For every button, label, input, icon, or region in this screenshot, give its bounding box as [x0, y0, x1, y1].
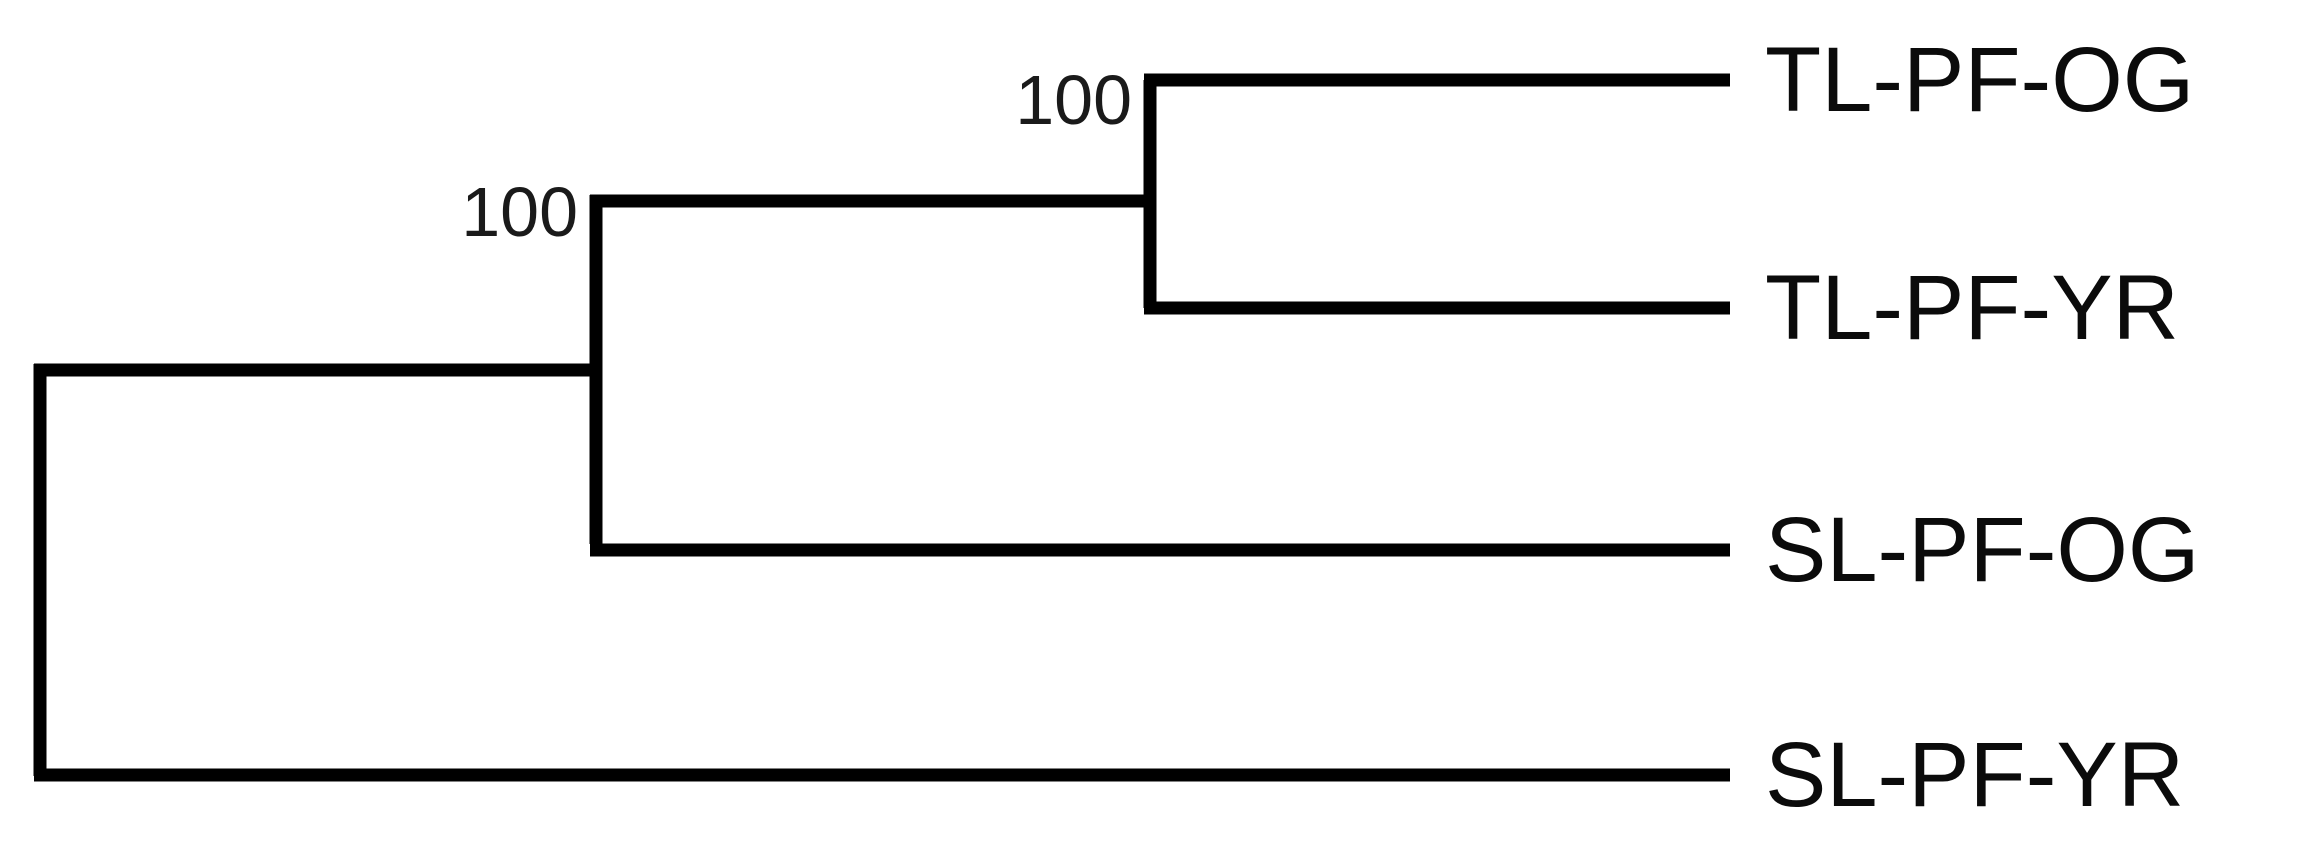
tip-label-sl-pf-yr: SL-PF-YR	[1765, 724, 2185, 826]
support-value-tl-clade: 100	[1015, 61, 1132, 139]
tip-label-sl-pf-og: SL-PF-OG	[1765, 499, 2200, 601]
tip-label-tl-pf-yr: TL-PF-YR	[1765, 257, 2179, 359]
support-value-inner-1: 100	[461, 173, 578, 251]
tip-label-tl-pf-og: TL-PF-OG	[1765, 29, 2195, 131]
